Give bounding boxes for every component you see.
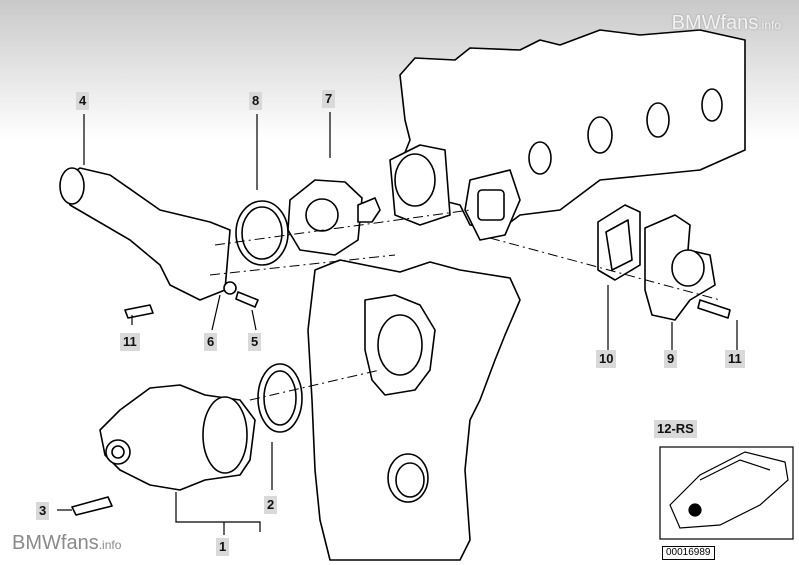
callout-4: 4 — [76, 92, 90, 110]
inset-12-rs-car — [659, 446, 794, 540]
part-4-hose-neck — [61, 167, 231, 301]
callout-8: 8 — [249, 92, 263, 110]
callout-10: 10 — [596, 350, 617, 368]
cover-inlet-bore — [377, 314, 423, 376]
part-11-bolt-right — [697, 299, 731, 319]
reference-number: 00016989 — [662, 546, 715, 560]
part-11-bolt-left — [124, 304, 154, 319]
callout-3: 3 — [36, 502, 50, 520]
cover-seal-inner — [395, 462, 425, 498]
head-mount-bore — [394, 153, 436, 207]
axis-upper — [214, 209, 471, 246]
callout-5: 5 — [248, 333, 262, 351]
head-port-2 — [646, 102, 670, 138]
axis-lower — [209, 254, 396, 276]
part-3-bolt — [71, 496, 113, 516]
part-4-hose-end — [59, 167, 85, 205]
timing-cover — [307, 259, 521, 561]
cylinder-head — [399, 29, 746, 231]
head-flange-window — [477, 189, 505, 221]
watermark-bottom: BMWfans.info — [12, 532, 122, 554]
callout-7: 7 — [322, 90, 336, 108]
callout-2: 2 — [264, 496, 278, 514]
head-port-1 — [587, 116, 613, 154]
axis-pump — [249, 369, 381, 401]
callout-6: 6 — [204, 333, 218, 351]
callout-11-right: 11 — [725, 350, 745, 368]
watermark-top: BMWfans.info — [671, 12, 781, 34]
callout-12-rs: 12-RS — [654, 420, 697, 438]
head-port-4 — [528, 141, 552, 175]
callout-1: 1 — [216, 538, 230, 556]
callout-9: 9 — [664, 350, 678, 368]
part-5-bolt — [235, 291, 259, 308]
callout-11-left: 11 — [120, 333, 140, 351]
head-port-3 — [701, 88, 723, 122]
part-6-washer — [223, 281, 237, 295]
